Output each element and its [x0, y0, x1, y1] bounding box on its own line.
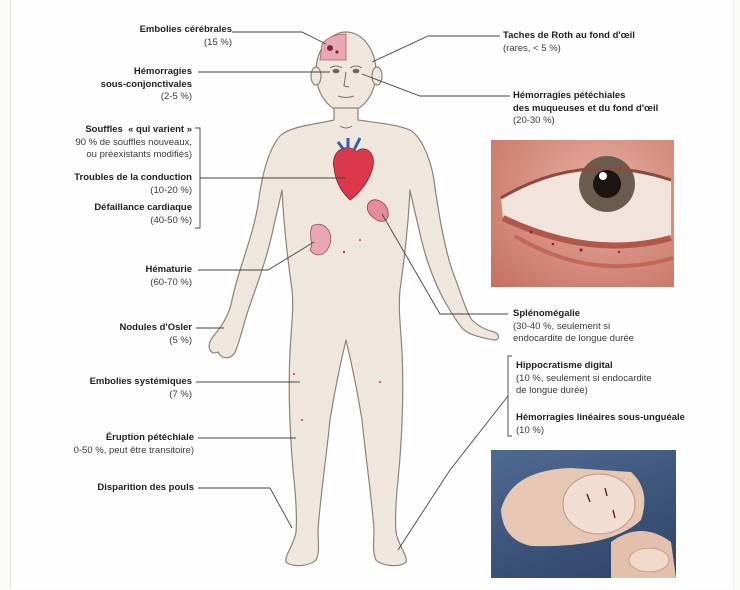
left-ear	[311, 67, 321, 85]
label-hippocratisme-digital: Hippocratisme digital (10 %, seulement s…	[516, 360, 652, 398]
label-embolies-systemiques: Embolies systémiques (7 %)	[90, 376, 192, 401]
label-troubles-conduction: Troubles de la conduction (10-20 %)	[74, 172, 192, 197]
human-body	[209, 32, 498, 566]
right-ear	[372, 67, 382, 85]
label-defaillance-cardiaque: Défaillance cardiaque (40-50 %)	[94, 202, 192, 227]
fingernail-photo	[491, 450, 676, 578]
brain-emboli	[320, 34, 346, 60]
label-hemorragies-lineaires: Hémorragies linéaires sous-unguéale (10 …	[516, 412, 685, 437]
label-hematurie: Hématurie (60-70 %)	[146, 264, 192, 289]
label-splenomegalie: Splénomégalie (30-40 %, seulement si end…	[513, 308, 634, 346]
label-disparition-pouls: Disparition des pouls	[97, 482, 194, 495]
label-embolies-cerebrales: Embolies cérébrales (15 %)	[140, 24, 232, 49]
label-hemorragies-sous-conjonctivales: Hémorragies sous-conjonctivales (2-5 %)	[101, 66, 192, 104]
label-taches-roth: Taches de Roth au fond d'œil (rares, < 5…	[503, 30, 635, 55]
label-eruption-petechiale: Éruption pétéchiale 0-50 %, peut être tr…	[74, 432, 194, 457]
label-souffles: Souffles « qui varient » 90 % de souffle…	[75, 124, 192, 162]
label-nodules-osler: Nodules d'Osler (5 %)	[120, 322, 192, 347]
eye-photo	[491, 140, 674, 287]
eye-drawing	[491, 140, 674, 287]
fingernail-drawing	[491, 450, 676, 578]
label-hemorragies-petechiales: Hémorragies pétéchiales des muqueuses et…	[513, 90, 658, 128]
